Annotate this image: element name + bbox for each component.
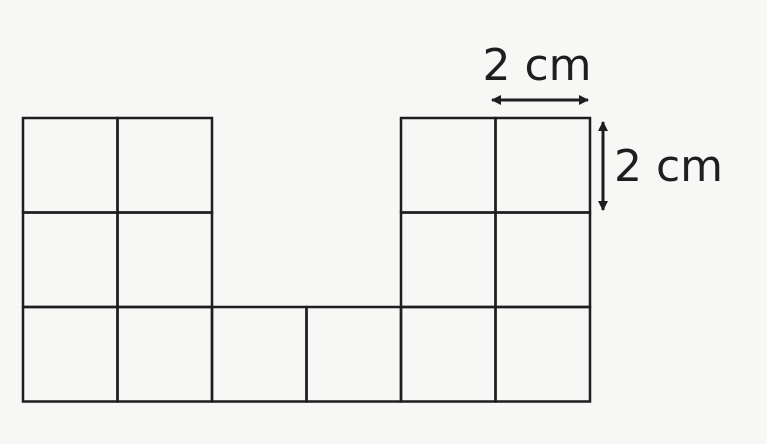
height-label: 2 cm: [614, 141, 723, 192]
grid-square: [116, 305, 214, 403]
grid-square: [494, 211, 592, 309]
grid-square: [21, 305, 119, 403]
grid-square: [494, 116, 592, 214]
grid-square: [21, 116, 119, 214]
grid-square: [305, 305, 403, 403]
width-label: 2 cm: [482, 40, 591, 91]
grid-square: [116, 211, 214, 309]
grid-square: [210, 305, 308, 403]
grid-square: [116, 116, 214, 214]
square-grid: [21, 116, 592, 403]
grid-square: [399, 116, 497, 214]
grid-square: [21, 211, 119, 309]
grid-square: [399, 305, 497, 403]
grid-square: [494, 305, 592, 403]
grid-square: [399, 211, 497, 309]
